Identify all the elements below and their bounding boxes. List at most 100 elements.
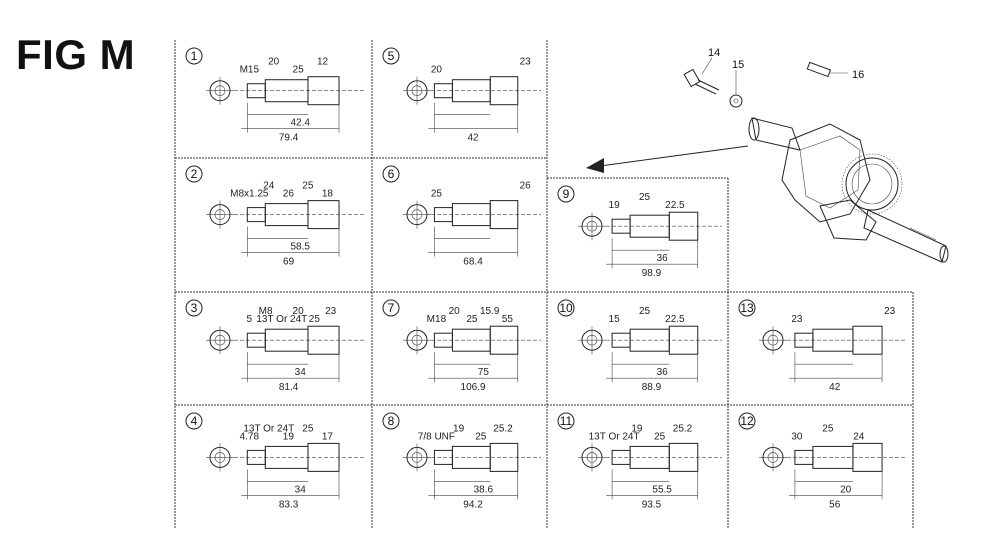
bolt-part [683,68,720,95]
cell-number-circle [382,299,400,317]
cells-layer: 1M1520251242.479.42M8x1.252426251858.569… [185,47,907,510]
dimension-label: 25.2 [673,423,693,434]
dimension-label: 20 [449,306,461,317]
dimension-label: 56 [829,499,841,510]
dimension-label: 22.5 [665,200,685,211]
shaft-shoulder [307,325,340,355]
dimension-label: 22.5 [665,314,685,325]
shaft-shoulder [307,442,340,472]
cell-number: 7 [388,301,395,315]
dimension-label: 25 [309,314,321,325]
dimension-label: 25 [302,423,314,434]
dimension-label: M18 [427,314,447,325]
dimension-label: 55.5 [652,484,672,495]
dimension-label: 25 [431,189,443,200]
dimension-label: 25 [822,423,834,434]
key-part [806,61,848,78]
dimension-label: 13T Or 24T [256,314,307,325]
dimension-label: 25 [293,65,305,76]
shaft-shoulder [489,200,519,230]
dimension-label: 20 [268,57,280,68]
dimension-label: 69 [283,257,295,268]
shaft-shoulder [489,442,519,472]
dimension-label: 18 [322,189,334,200]
figure-title: FIG M [16,31,136,78]
dimension-label: M8 [259,306,273,317]
cell-number-circle [557,185,575,203]
shaft-shoulder [307,200,340,230]
cell-number-circle [382,47,400,65]
grid-lines [174,40,914,528]
dimension-label: 24 [263,181,275,192]
dimension-label: 55 [502,314,514,325]
cell-number-circle [557,412,575,430]
dimension-label: 81.4 [279,382,299,393]
dimension-label: M15 [240,65,260,76]
dimension-label: 30 [791,431,803,442]
dimension-label: 25 [475,431,487,442]
cell-number-circle [738,412,756,430]
cell-number: 13 [740,301,754,315]
dimension-label: 19 [453,423,465,434]
dimension-label: 17 [322,431,334,442]
cell-number-circle [382,165,400,183]
dimension-label: 23 [791,314,803,325]
washer-part [729,94,743,108]
cell-number-circle [185,47,203,65]
cell-number: 1 [191,49,198,63]
dimension-label: 13T Or 24T [243,423,294,434]
dimension-label: 34 [295,367,307,378]
dimension-label: 26 [520,181,532,192]
direction-arrow [586,145,749,173]
dimension-label: 68.4 [463,257,483,268]
dimension-label: 93.5 [642,499,662,510]
dimension-label: 4.78 [240,431,260,442]
dimension-label: 25.2 [493,423,513,434]
cell-number: 5 [388,49,395,63]
cell-number: 11 [560,414,573,428]
cell-number: 8 [388,414,395,428]
cell-number-circle [185,165,203,183]
shaft-shoulder [489,325,519,355]
cell-number-circle [185,412,203,430]
dimension-label: M8x1.25 [230,189,269,200]
crankshaft-assembly [748,117,949,263]
dimension-label: 94.2 [463,499,483,510]
shaft-tip [794,332,814,348]
dimension-label: 88.9 [642,382,662,393]
shaft-shoulder [489,76,519,106]
dimension-label: 19 [609,200,621,211]
cell-number: 10 [559,301,573,315]
shaft-shoulder [852,442,883,472]
callout-15: 15 [732,59,744,71]
dimension-label: 20 [293,306,305,317]
shaft-shoulder [852,325,883,355]
dimension-label: 7/8 UNF [418,431,455,442]
callout-14: 14 [708,47,720,59]
cell-number-circle [557,299,575,317]
cell-number-circle [738,299,756,317]
dimension-label: 79.4 [279,133,299,144]
dimension-label: 15.9 [480,306,500,317]
dimension-label: 25 [302,181,314,192]
shaft-shoulder [668,442,699,472]
dimension-label: 25 [654,431,666,442]
dimension-label: 36 [657,367,669,378]
dimension-label: 23 [520,57,532,68]
cell-number: 12 [740,414,754,428]
dimension-label: 5 [247,314,253,325]
dimension-label: 12 [317,57,329,68]
callout-16: 16 [852,69,864,81]
shaft-shoulder [668,211,699,241]
dimension-label: 75 [478,367,490,378]
